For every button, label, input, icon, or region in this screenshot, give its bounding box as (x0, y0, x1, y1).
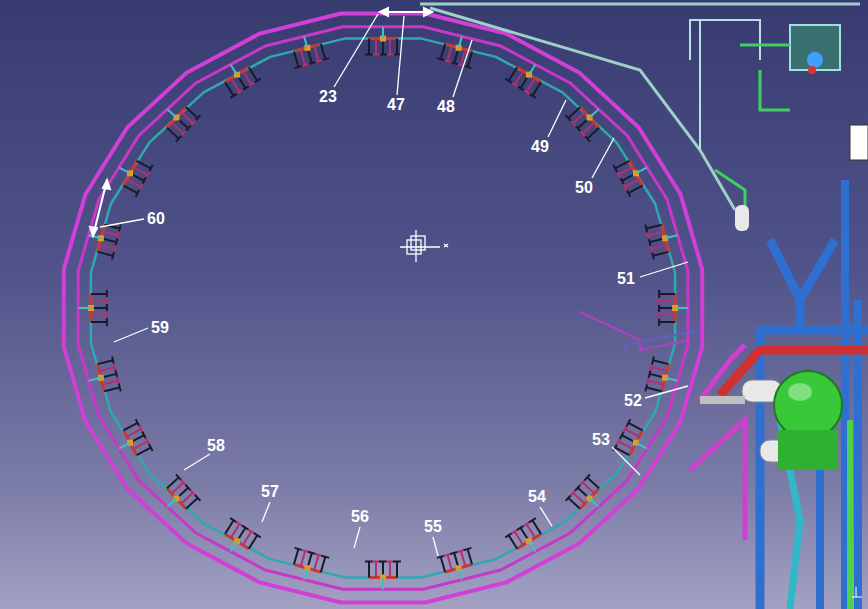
equipment-skid (420, 4, 868, 609)
callout-number: 49 (531, 139, 549, 155)
callout-number: 48 (437, 99, 455, 115)
callout-number: 56 (351, 509, 369, 525)
leader-line (100, 14, 688, 556)
callout-number: 53 (592, 432, 610, 448)
header-ring (64, 14, 702, 603)
callout-number: 55 (424, 519, 442, 535)
callout-number: 54 (528, 489, 546, 505)
callout-number: 23 (319, 89, 337, 105)
axis-symbol (852, 587, 862, 597)
callout-number: 58 (207, 438, 225, 454)
callout-number: 52 (624, 393, 642, 409)
axis-symbol (400, 230, 448, 262)
callout-number: 50 (575, 180, 593, 196)
callout-number: 59 (151, 320, 169, 336)
callout-number: 60 (147, 211, 165, 227)
callout-number: 51 (617, 271, 635, 287)
callout-number: 57 (261, 484, 279, 500)
dimension-arrow (90, 8, 432, 236)
callout-number: 47 (387, 97, 405, 113)
